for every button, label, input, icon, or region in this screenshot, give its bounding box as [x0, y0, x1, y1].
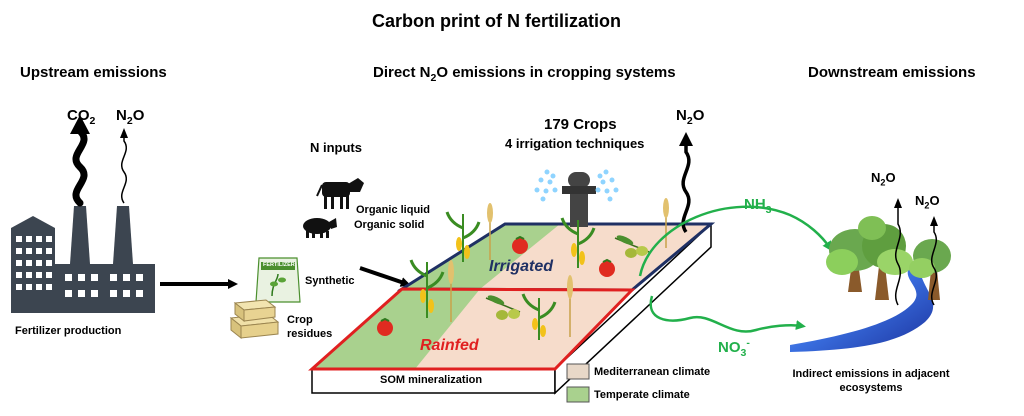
co2-label-main: CO [67, 107, 90, 124]
legend-swatch-mediterranean [566, 363, 590, 380]
nh3-green-arrow [638, 205, 833, 277]
section-upstream-heading: Upstream emissions [20, 64, 167, 81]
crop-residues-label-line2: residues [287, 328, 333, 340]
rainfed-plot-outline [308, 287, 636, 371]
section-direct-heading: Direct N2O emissions in cropping systems [373, 64, 676, 84]
tree-cluster-icon [826, 216, 951, 300]
n2o-field-subscript: 2 [686, 115, 693, 127]
legend-swatch-temperate [566, 386, 590, 403]
n2o-down2-subscript: 2 [924, 200, 930, 211]
n2o-down2-main: N [915, 193, 925, 208]
maize-plants [409, 211, 596, 340]
olive-branches [485, 235, 650, 320]
rainfed-plot-temperate [312, 289, 480, 369]
n2o-field-suffix: O [692, 107, 705, 124]
co2-label: CO2 [67, 107, 95, 127]
indirect-emissions-label-line2: ecosystems [839, 382, 903, 394]
irrigated-label: Irrigated [489, 258, 554, 275]
co2-thick-wavy-arrow [72, 127, 88, 207]
no3-superscript: - [746, 337, 750, 349]
n2o-upstream-subscript: 2 [126, 115, 133, 127]
n2o-down1-main: N [871, 170, 881, 185]
n2o-upstream-suffix: O [132, 107, 145, 124]
legend-label-mediterranean: Mediterranean climate [594, 366, 711, 378]
n2o-label-field: N2O [676, 107, 704, 127]
legend-label-temperate: Temperate climate [594, 389, 690, 401]
n2o-field-main: N [676, 107, 687, 124]
factory-icon [11, 206, 155, 313]
no3-label: NO3- [718, 337, 750, 359]
n2o-wavy-arrow-field [681, 142, 691, 234]
no3-green-wavy-arrow [649, 295, 806, 333]
irrigation-techniques-label: 4 irrigation techniques [505, 136, 645, 151]
n2o-label-downstream-2: N2O [915, 193, 940, 211]
cow-icon [316, 178, 364, 209]
sprinkler-icon [534, 169, 619, 227]
fertilizer-bag-icon [255, 257, 301, 303]
factory-windows [16, 236, 143, 297]
fertilizer-bag-text: FERTILIZER [263, 262, 295, 268]
co2-arrow-head [70, 115, 90, 134]
hay-bale-icon [229, 299, 280, 340]
diagram-title: Carbon print of N fertilization [372, 11, 621, 31]
direct-heading-prefix: Direct N [373, 64, 431, 81]
rainfed-label: Rainfed [420, 337, 479, 354]
n2o-arrow-head-downstream-2 [930, 216, 938, 226]
direct-heading-suffix: O emissions in cropping systems [436, 64, 676, 81]
no3-main: NO [718, 339, 741, 356]
n2o-upstream-main: N [116, 107, 127, 124]
fertilizer-production-label: Fertilizer production [15, 325, 122, 337]
inputs-to-field-arrow [359, 266, 411, 287]
crop-residues-label-line1: Crop [287, 314, 313, 326]
n2o-arrow-head-downstream-1 [894, 198, 902, 208]
n2o-arrow-head-field [679, 132, 693, 146]
pig-icon [303, 218, 337, 238]
n-inputs-heading: N inputs [310, 140, 362, 155]
n2o-thin-wavy-arrow-upstream [121, 134, 127, 204]
organic-liquid-label: Organic liquid [356, 204, 430, 216]
slab-side-face [554, 222, 712, 395]
n2o-arrow-head-upstream [120, 128, 128, 138]
indirect-emissions-label-line1: Indirect emissions in adjacent [792, 368, 950, 380]
direct-heading-subscript: 2 [430, 72, 437, 84]
tomato-icons [377, 235, 615, 336]
section-downstream-heading: Downstream emissions [808, 64, 976, 81]
co2-label-subscript: 2 [89, 115, 96, 127]
wheat-plants [448, 198, 669, 337]
n2o-thin-wavy-arrow-downstream-2 [931, 224, 937, 306]
synthetic-label: Synthetic [305, 275, 355, 287]
som-mineralization-label: SOM mineralization [380, 374, 483, 386]
n2o-down2-suffix: O [929, 193, 940, 208]
n2o-thin-wavy-arrow-downstream-1 [895, 206, 901, 306]
organic-solid-label: Organic solid [354, 219, 425, 231]
n2o-label-upstream: N2O [116, 107, 144, 127]
n2o-label-downstream-1: N2O [871, 170, 896, 188]
n2o-down1-subscript: 2 [880, 177, 886, 188]
nh3-subscript: 3 [765, 204, 772, 216]
crops-count-label: 179 Crops [544, 116, 617, 133]
no3-subscript: 3 [740, 347, 747, 359]
river-icon [790, 255, 940, 352]
nh3-main: NH [744, 196, 766, 213]
nh3-label: NH3 [744, 196, 772, 216]
n2o-down1-suffix: O [885, 170, 896, 185]
